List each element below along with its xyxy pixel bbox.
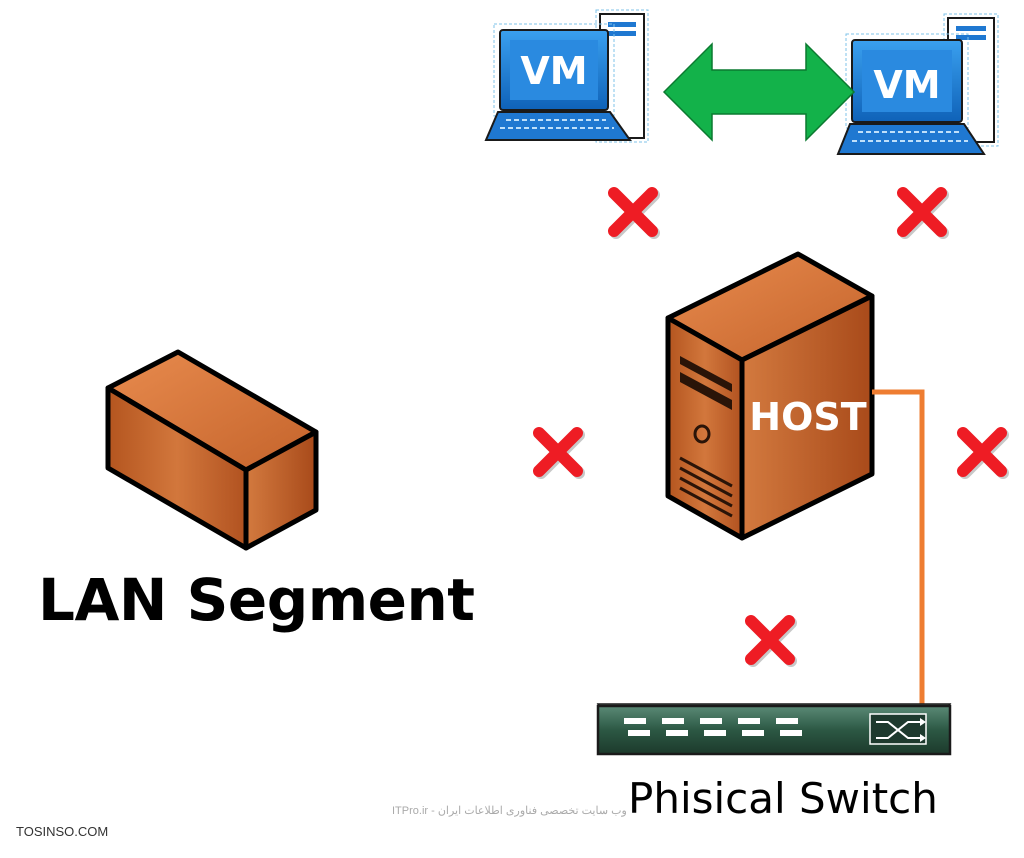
blocked-x-icon [608,187,660,239]
vm-left-icon: VM [484,9,649,143]
itpro-watermark: ITPro.ir - وب سایت تخصصی فناوری اطلاعات … [392,805,627,817]
blocked-x-icon [533,427,585,479]
blocked-x-icon [745,615,797,667]
blocked-x-icon [957,427,1009,479]
blocked-x-icon [897,187,949,239]
vm-to-vm-arrow [662,42,856,142]
lan-segment-icon [105,349,319,551]
host-server-icon: HOST [665,251,875,541]
physical-switch-label: Phisical Switch [628,774,938,823]
physical-switch-icon [596,703,952,756]
lan-segment-label: LAN Segment [38,566,475,634]
vm-right-icon: VM [836,13,999,155]
host-switch-link [872,389,925,704]
vm-left-label: VM [520,49,587,93]
vm-right-label: VM [873,63,940,107]
site-watermark: TOSINSO.COM [16,824,109,839]
host-label: HOST [749,395,866,439]
